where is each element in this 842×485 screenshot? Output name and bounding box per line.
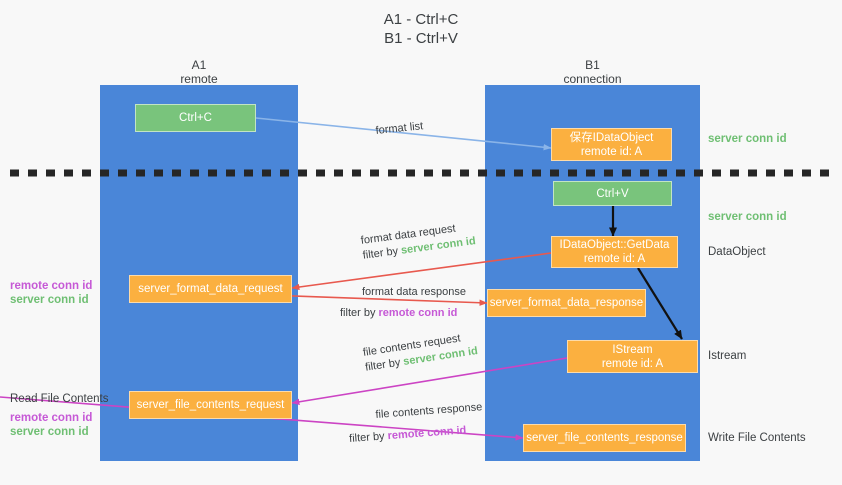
- node-istream-sub: remote id: A: [601, 357, 664, 370]
- annotation-server-conn-id-left-mid: server conn id: [10, 294, 89, 306]
- title-line-2: B1 - Ctrl+V: [384, 30, 458, 47]
- annotation-dataobject: DataObject: [708, 246, 766, 258]
- node-istream[interactable]: IStream remote id: A: [567, 340, 698, 373]
- edge-label-format-data-request: format data request filter by server con…: [360, 219, 477, 264]
- annotation-server-conn-id-mid: server conn id: [708, 211, 787, 223]
- node-getdata-label: IDataObject::GetData: [559, 239, 670, 251]
- node-server-file-contents-response-label: server_file_contents_response: [526, 432, 683, 444]
- filter-prefix: filter by: [362, 244, 402, 262]
- node-getdata-sub: remote id: A: [583, 253, 646, 265]
- edge-label-format-data-response: format data response filter by remote co…: [340, 285, 466, 321]
- node-server-format-data-response-label: server_format_data_response: [489, 297, 644, 309]
- title-line-1: A1 - Ctrl+C: [383, 11, 459, 28]
- annotation-server-conn-id-bottom: server conn id: [10, 426, 89, 438]
- edge-label-format-data-response-text: format data response: [362, 286, 466, 298]
- filter-prefix: filter by: [340, 307, 379, 319]
- node-ctrl-v-label: Ctrl+V: [596, 187, 629, 200]
- annotation-istream: Istream: [708, 350, 747, 362]
- edge-label-file-contents-response-text: file contents response: [375, 401, 483, 421]
- annotation-remote-conn-id-bottom: remote conn id: [10, 412, 93, 424]
- node-server-format-data-response[interactable]: server_format_data_response: [487, 289, 646, 317]
- node-ctrl-c[interactable]: Ctrl+C: [135, 104, 256, 132]
- column-header-b1-sub: connection: [563, 72, 622, 86]
- node-getdata[interactable]: IDataObject::GetData remote id: A: [551, 236, 678, 268]
- edge-label-format-list: format list: [375, 119, 424, 139]
- node-save-idataobject[interactable]: 保存IDataObject remote id: A: [551, 128, 672, 161]
- filter-target-remote-conn-id: remote conn id: [387, 424, 467, 443]
- column-header-a1-sub: remote: [180, 72, 218, 86]
- node-server-file-contents-request[interactable]: server_file_contents_request: [129, 391, 292, 419]
- node-server-format-data-request-label: server_format_data_request: [138, 283, 283, 295]
- column-header-b1-name: B1: [585, 58, 600, 72]
- annotation-read-file-contents: Read File Contents: [10, 393, 109, 405]
- column-header-a1-name: A1: [191, 58, 207, 72]
- node-save-idataobject-label: 保存IDataObject: [569, 131, 654, 144]
- edge-label-format-list-text: format list: [375, 120, 424, 137]
- node-server-format-data-request[interactable]: server_format_data_request: [129, 275, 292, 303]
- diagram-title: A1 - Ctrl+C B1 - Ctrl+V: [0, 10, 842, 48]
- node-istream-label: IStream: [612, 343, 653, 356]
- annotation-write-file-contents: Write File Contents: [708, 432, 806, 444]
- annotation-server-conn-id-top: server conn id: [708, 133, 787, 145]
- edge-label-file-contents-request: file contents request filter by server c…: [362, 329, 479, 375]
- annotation-remote-conn-id-mid: remote conn id: [10, 280, 93, 292]
- edge-label-file-contents-response-filter: filter by remote conn id: [349, 422, 485, 447]
- column-header-b1: B1 connection: [485, 58, 700, 86]
- filter-target-remote-conn-id: remote conn id: [378, 307, 458, 319]
- node-ctrl-c-label: Ctrl+C: [179, 112, 212, 124]
- node-server-file-contents-response[interactable]: server_file_contents_response: [523, 424, 686, 452]
- edge-label-format-data-response-filter: filter by remote conn id: [340, 306, 466, 321]
- node-server-file-contents-request-label: server_file_contents_request: [136, 399, 285, 411]
- column-header-a1: A1 remote: [100, 58, 298, 86]
- node-save-idataobject-sub: remote id: A: [580, 145, 643, 158]
- edge-label-file-contents-response: file contents response filter by remote …: [349, 400, 484, 445]
- filter-prefix: filter by: [348, 430, 389, 445]
- node-ctrl-v[interactable]: Ctrl+V: [553, 181, 672, 206]
